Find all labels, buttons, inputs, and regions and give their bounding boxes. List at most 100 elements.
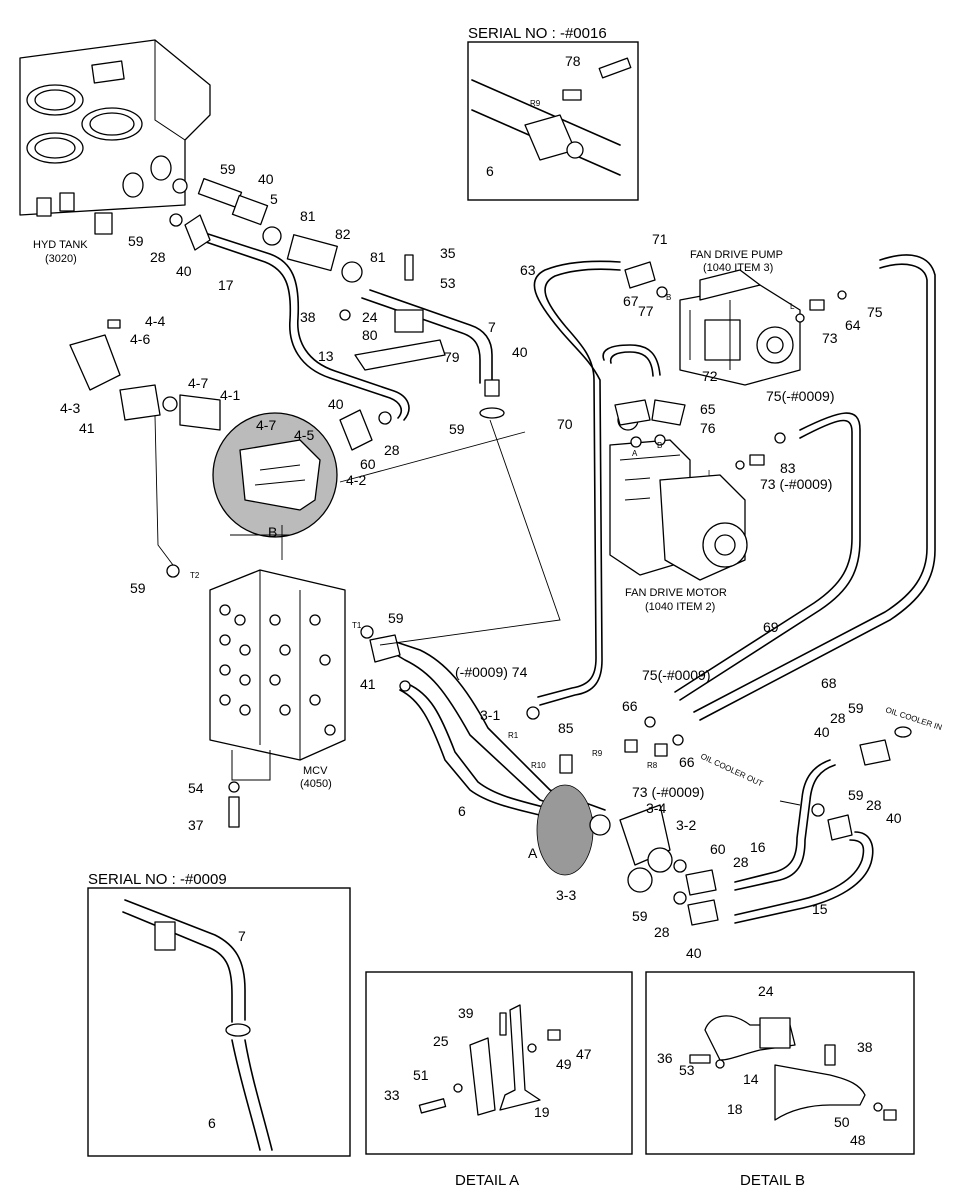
callout: 66 [622, 698, 638, 714]
callout: 6 [458, 803, 466, 819]
callout: 37 [188, 817, 204, 833]
callout: 78 [565, 53, 581, 69]
callout: 50 [834, 1114, 850, 1130]
callout: 3-3 [556, 887, 576, 903]
callout: 3-2 [676, 817, 696, 833]
fan-motor-label: FAN DRIVE MOTOR [625, 587, 727, 599]
callout: 6 [486, 163, 494, 179]
callout: 41 [79, 420, 95, 436]
hoses [199, 232, 936, 924]
oil-cooler-out-label: OIL COOLER OUT [699, 752, 764, 789]
callout: 64 [845, 317, 861, 333]
callout: 85 [558, 720, 574, 736]
port-marks: T2 T1 R1 R10 R9 R8 R9 B L A B L [190, 99, 795, 770]
fan-drive-pump [679, 269, 801, 386]
callout: 59 [848, 787, 864, 803]
callout: 51 [413, 1067, 429, 1083]
callout: 63 [520, 262, 536, 278]
callout: 28 [654, 924, 670, 940]
port-r10: R10 [531, 761, 546, 770]
detail-a-box [365, 971, 633, 1155]
port-t2: T2 [190, 571, 200, 580]
callout: 4-3 [60, 400, 80, 416]
fan-pump-label: FAN DRIVE PUMP [690, 249, 783, 261]
callout: 33 [384, 1087, 400, 1103]
callout: 24 [758, 983, 774, 999]
callout: 4-7 [256, 417, 276, 433]
callout: 75(-#0009) [766, 388, 835, 404]
callout: 40 [176, 263, 192, 279]
callout: 40 [328, 396, 344, 412]
callout: 47 [576, 1046, 592, 1062]
callout: 24 [362, 309, 378, 325]
fan-drive-motor [609, 439, 748, 581]
callout: 38 [857, 1039, 873, 1055]
detail-a-flange [536, 784, 673, 893]
callout: 73 (-#0009) [760, 476, 832, 492]
port-r9-top: R9 [530, 99, 541, 108]
port-r8: R8 [647, 761, 658, 770]
callout: 5 [270, 191, 278, 207]
callout: 4-4 [145, 313, 165, 329]
detail-b-box [645, 971, 915, 1155]
callout: 72 [702, 368, 718, 384]
fittings [69, 177, 912, 926]
callout: 28 [866, 797, 882, 813]
callout: 68 [821, 675, 837, 691]
callout: 59 [632, 908, 648, 924]
callout: 48 [850, 1132, 866, 1148]
callout: 4-5 [294, 427, 314, 443]
callout: 79 [444, 349, 460, 365]
callout: 67 [623, 293, 639, 309]
callout: 70 [557, 416, 573, 432]
fan-pump-ref: (1040 ITEM 3) [703, 262, 773, 274]
port-motor-b: B [657, 441, 662, 450]
callout: 59 [449, 421, 465, 437]
callout: 73 (-#0009) [632, 784, 704, 800]
hyd-tank [19, 39, 211, 235]
callout: 71 [652, 231, 668, 247]
callout: 7 [488, 319, 496, 335]
callout: 28 [150, 249, 166, 265]
callout: 38 [300, 309, 316, 325]
callout: 59 [130, 580, 146, 596]
callout: 53 [679, 1062, 695, 1078]
serial-top-title: SERIAL NO : -#0016 [468, 25, 607, 42]
callout: 28 [733, 854, 749, 870]
callout: 7 [238, 928, 246, 944]
callouts: 59 40 5 59 81 82 28 40 81 35 53 17 38 24… [60, 53, 902, 1148]
detail-a-marker: A [528, 845, 538, 861]
mcv-ref: (4050) [300, 778, 332, 790]
port-pump-b: B [666, 293, 671, 302]
callout: 35 [440, 245, 456, 261]
callout: 83 [780, 460, 796, 476]
callout: 59 [220, 161, 236, 177]
callout: 54 [188, 780, 204, 796]
callout: 18 [727, 1101, 743, 1117]
callout: 60 [710, 841, 726, 857]
hyd-tank-label: HYD TANK [33, 239, 88, 251]
callout: 36 [657, 1050, 673, 1066]
callout: 76 [700, 420, 716, 436]
callout: 40 [512, 344, 528, 360]
inset-serial-top [467, 41, 639, 201]
callout: 40 [886, 810, 902, 826]
callout: 28 [830, 710, 846, 726]
port-t1: T1 [352, 621, 362, 630]
callout: 28 [384, 442, 400, 458]
callout: 13 [318, 348, 334, 364]
inset-serial-top-drawing [471, 57, 632, 176]
inset-serial-bottom-drawing [122, 899, 273, 1151]
callout: 14 [743, 1071, 759, 1087]
callout: 80 [362, 327, 378, 343]
fan-motor-ref: (1040 ITEM 2) [645, 601, 715, 613]
callout: 4-6 [130, 331, 150, 347]
callout: 69 [763, 619, 779, 635]
callout: 75(-#0009) [642, 667, 711, 683]
callout: 40 [258, 171, 274, 187]
callout: 73 [822, 330, 838, 346]
callout: 15 [812, 901, 828, 917]
callout: 19 [534, 1104, 550, 1120]
callout: 49 [556, 1056, 572, 1072]
detail-b-drawing [689, 1015, 897, 1121]
